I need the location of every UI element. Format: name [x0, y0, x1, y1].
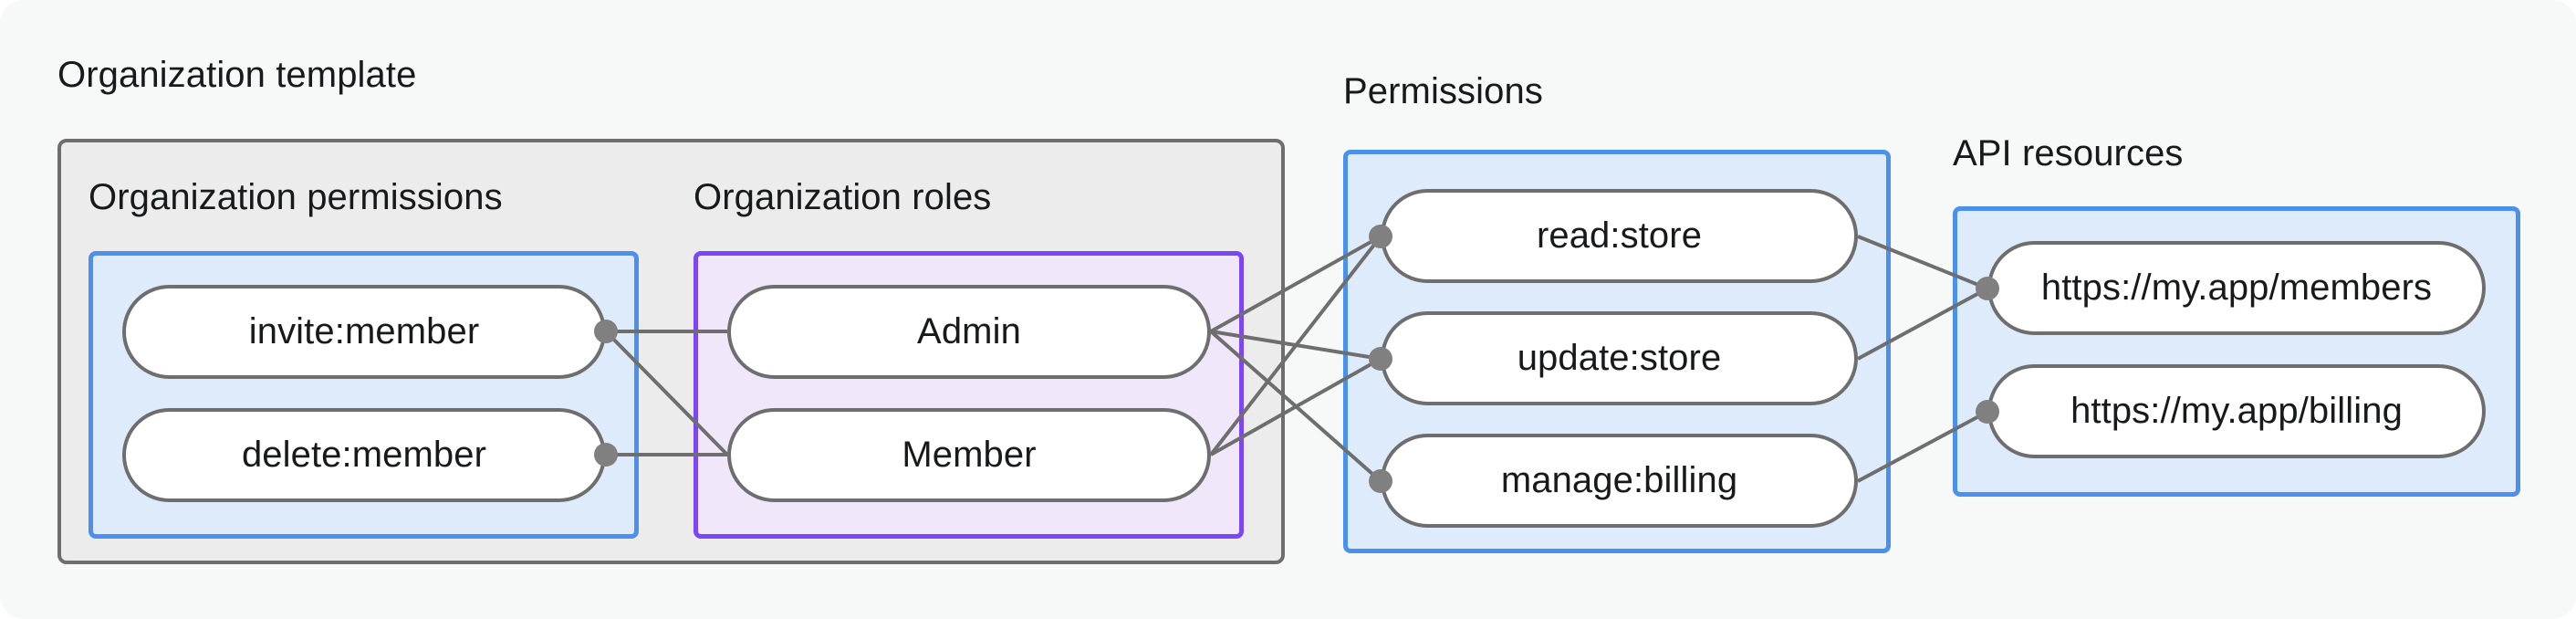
group-title-permissions: Permissions	[1343, 71, 1543, 111]
group-title-organization-template: Organization template	[57, 55, 417, 95]
node-invite-member[interactable]: invite:member	[122, 285, 606, 379]
section-label-organization-permissions: Organization permissions	[89, 177, 503, 217]
node-delete-member[interactable]: delete:member	[122, 408, 606, 502]
node-member[interactable]: Member	[727, 408, 1211, 502]
node-admin[interactable]: Admin	[727, 285, 1211, 379]
node-read-store[interactable]: read:store	[1381, 189, 1858, 283]
node-members-url[interactable]: https://my.app/members	[1987, 241, 2486, 335]
section-label-organization-roles: Organization roles	[694, 177, 992, 217]
node-manage-billing[interactable]: manage:billing	[1381, 434, 1858, 528]
node-billing-url[interactable]: https://my.app/billing	[1987, 364, 2486, 458]
node-update-store[interactable]: update:store	[1381, 311, 1858, 405]
group-title-api-resources: API resources	[1953, 133, 2184, 173]
